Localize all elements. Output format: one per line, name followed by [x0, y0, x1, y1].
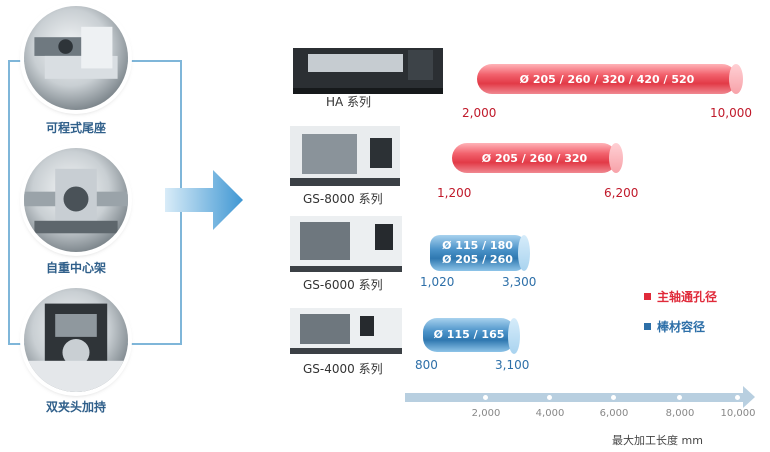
range-min-ha: 2,000: [462, 106, 497, 120]
legend-bar-capacity: 棒材容径: [644, 318, 705, 335]
axis-tick-dot: [547, 395, 552, 400]
bar-label-gs-6000-line2: Ø 205 / 260: [442, 253, 513, 266]
axis-tick-dot: [611, 395, 616, 400]
frame-line-left: [8, 60, 10, 345]
tailstock-icon: [24, 6, 128, 110]
range-min-gs-8000: 1,200: [437, 186, 472, 200]
bar-gs-4000: Ø 115 / 165: [423, 318, 520, 354]
series-label-ha: HA 系列: [326, 95, 372, 109]
range-max-ha: 10,000: [710, 106, 752, 120]
axis-tick-label: 2,000: [471, 408, 501, 419]
legend-label-bar-capacity: 棒材容径: [657, 320, 706, 334]
machine-image-gs-6000: [290, 212, 410, 274]
bar-label-gs-8000: Ø 205 / 260 / 320: [481, 151, 588, 165]
series-label-gs-6000: GS-6000 系列: [303, 278, 383, 292]
axis-tick-dot: [735, 395, 740, 400]
range-min-gs-6000: 1,020: [420, 275, 455, 289]
bar-gs-8000: Ø 205 / 260 / 320: [452, 143, 623, 173]
series-label-gs-8000: GS-8000 系列: [303, 192, 383, 206]
legend-blue-square: [644, 323, 651, 330]
axis-bar: [405, 393, 743, 402]
range-max-gs-4000: 3,100: [495, 358, 530, 372]
range-max-gs-8000: 6,200: [604, 186, 639, 200]
dual-chuck-icon: [24, 288, 128, 392]
series-label-gs-4000: GS-4000 系列: [303, 362, 383, 376]
axis-arrow-icon: [743, 386, 755, 408]
bar-label-gs-6000-line1: Ø 115 / 180: [442, 239, 513, 252]
feature-label-dual-chuck: 双夹头加持: [45, 400, 106, 414]
axis-tick-label: 8,000: [665, 408, 695, 419]
machine-image-gs-8000: [290, 118, 410, 188]
bar-label-gs-4000: Ø 115 / 165: [433, 328, 505, 341]
range-max-gs-6000: 3,300: [502, 275, 537, 289]
legend-red-square: [644, 293, 651, 300]
axis-tick-dot: [677, 395, 682, 400]
axis-tick-label: 4,000: [535, 408, 565, 419]
legend-label-spindle-bore: 主轴通孔径: [657, 290, 718, 304]
feature-label-steady-rest: 自重中心架: [45, 261, 106, 275]
feature-label-tailstock: 可程式尾座: [45, 121, 106, 135]
axis-tick-label: 10,000: [720, 408, 756, 419]
machine-image-gs-4000: [290, 306, 410, 356]
axis-title: 最大加工长度 mm: [612, 434, 703, 447]
machine-image-ha: [288, 40, 448, 98]
axis-tick-dot: [483, 395, 488, 400]
range-min-gs-4000: 800: [415, 358, 438, 372]
axis-tick-label: 6,000: [599, 408, 629, 419]
bar-gs-6000: Ø 115 / 180 Ø 205 / 260: [430, 235, 530, 271]
bar-ha: Ø 205 / 260 / 320 / 420 / 520: [477, 64, 743, 94]
legend-spindle-bore: 主轴通孔径: [644, 288, 717, 305]
bar-label-ha: Ø 205 / 260 / 320 / 420 / 520: [519, 72, 695, 86]
steady-rest-icon: [24, 148, 128, 252]
flow-arrow-icon: [165, 170, 243, 230]
